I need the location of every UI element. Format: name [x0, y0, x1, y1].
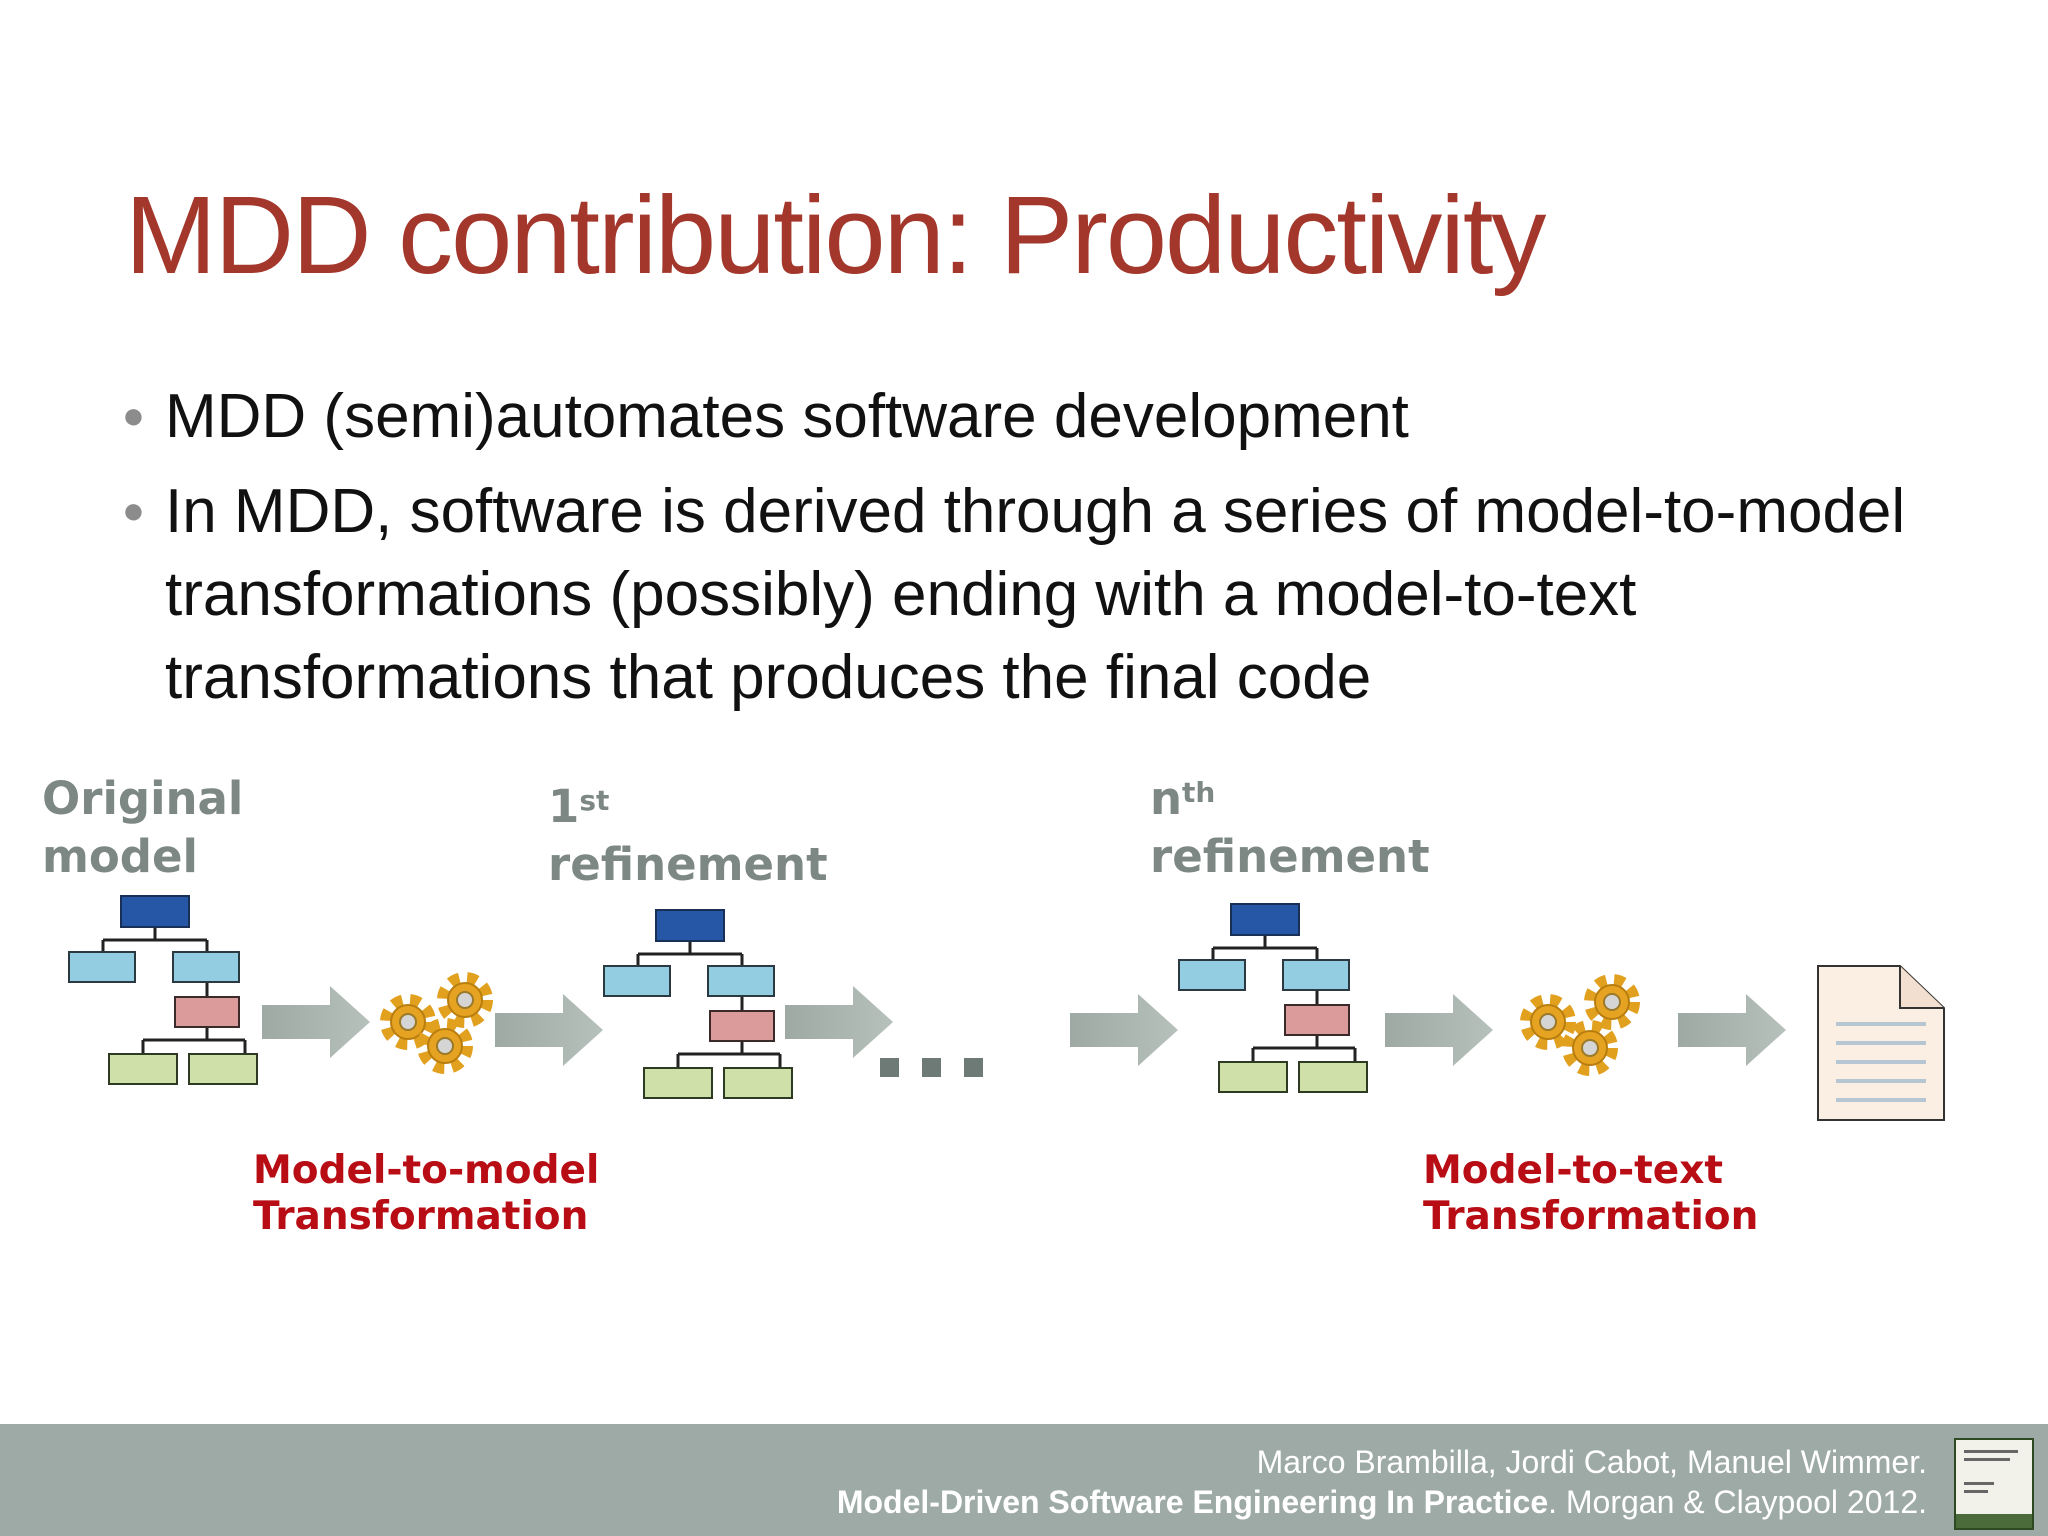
- book-cover-icon: [1954, 1438, 2034, 1530]
- slide-title: MDD contribution: Productivity: [125, 174, 1546, 297]
- original-model-label-line: Original: [42, 772, 244, 825]
- model-to-model-line: Model-to-model: [253, 1148, 600, 1193]
- nth-refinement-word: refinement: [1150, 830, 1430, 883]
- ordinal-suffix: th: [1182, 776, 1216, 809]
- model-to-text-label: Model-to-text Transformation: [1423, 1148, 1758, 1240]
- footer-bar: Marco Brambilla, Jordi Cabot, Manuel Wim…: [0, 1424, 2048, 1536]
- model-to-model-line: Transformation: [253, 1194, 589, 1239]
- arrow-right-icon: [1385, 994, 1493, 1066]
- arrow-right-icon: [785, 986, 893, 1058]
- mdd-diagram: Original model 1st refinement nth refine…: [0, 740, 2048, 1280]
- footer-publisher: . Morgan & Claypool 2012.: [1548, 1484, 1927, 1520]
- bullet-list: ● MDD (semi)automates software developme…: [122, 375, 2002, 731]
- nth-refinement-tree-icon: [1177, 902, 1369, 1094]
- diagram-graphics: [67, 894, 1945, 1121]
- nth-refinement-label: nth refinement: [1150, 770, 1430, 886]
- bullet-text: In MDD, software is derived through a se…: [165, 477, 1906, 712]
- original-model-label: Original model: [42, 770, 243, 886]
- first-refinement-word: refinement: [548, 838, 828, 891]
- gears-icon: [1528, 982, 1632, 1068]
- first-refinement-ordinal: 1st: [548, 778, 828, 836]
- arrow-right-icon: [262, 986, 370, 1058]
- model-to-model-label: Model-to-model Transformation: [253, 1148, 599, 1240]
- original-model-label-line: model: [42, 830, 198, 883]
- first-refinement-label: 1st refinement: [548, 778, 828, 894]
- first-refinement-tree-icon: [602, 908, 794, 1100]
- original-model-tree-icon: [67, 894, 259, 1086]
- nth-refinement-ordinal: nth: [1150, 770, 1430, 828]
- arrow-right-icon: [495, 994, 603, 1066]
- bullet-item: ● MDD (semi)automates software developme…: [122, 375, 2002, 458]
- footer-book-title: Model-Driven Software Engineering In Pra…: [836, 1484, 1549, 1520]
- bullet-item: ● In MDD, software is derived through a …: [122, 470, 2002, 719]
- ordinal-number: n: [1150, 772, 1183, 825]
- model-to-text-line: Model-to-text: [1423, 1148, 1724, 1193]
- arrow-right-icon: [1678, 994, 1786, 1066]
- model-to-text-line: Transformation: [1423, 1194, 1759, 1239]
- footer-citation: Model-Driven Software Engineering In Pra…: [837, 1484, 1927, 1521]
- bullet-text: MDD (semi)automates software development: [165, 382, 1409, 451]
- document-icon: [1817, 965, 1945, 1121]
- ellipsis-icon: [880, 1058, 983, 1077]
- bullet-dot-icon: ●: [122, 490, 145, 532]
- ordinal-suffix: st: [579, 784, 610, 817]
- footer-authors: Marco Brambilla, Jordi Cabot, Manuel Wim…: [1256, 1444, 1927, 1480]
- gears-icon: [388, 980, 485, 1066]
- bullet-dot-icon: ●: [122, 395, 145, 437]
- arrow-right-icon: [1070, 994, 1178, 1066]
- ordinal-number: 1: [548, 780, 580, 833]
